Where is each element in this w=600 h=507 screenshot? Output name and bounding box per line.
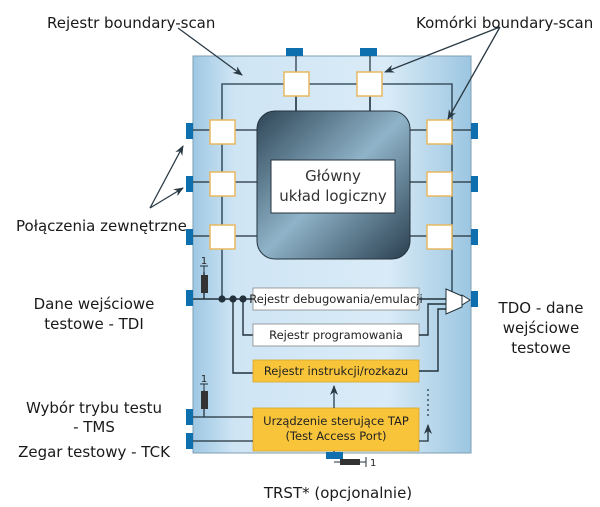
pin-tdi [186, 290, 193, 306]
boundary-scan-cells [209, 71, 453, 250]
debug-register-label: Rejestr debugowania/emulacji [249, 292, 422, 306]
arrow-ext-conn-1 [149, 145, 184, 209]
label-tdi-2: testowe - TDI [44, 315, 144, 333]
tap-controller-label-1: Urządzenie sterujące TAP [263, 414, 409, 428]
pin [186, 229, 193, 245]
pins [186, 48, 478, 459]
pullup-resistor-trst [340, 459, 360, 465]
label-trst: TRST* (opcjonalnie) [263, 484, 412, 502]
label-boundary-register: Rejestr boundary-scan [47, 14, 215, 32]
boundary-cell [209, 171, 236, 197]
label-external-connections: Połączenia zewnętrzne [16, 217, 187, 235]
pin [360, 48, 377, 56]
label-tdo-2: wejściowe [503, 319, 580, 337]
arrow-ext-conn-2 [149, 187, 184, 209]
main-logic-label-box [270, 159, 396, 214]
arrow-cell-right [447, 26, 501, 120]
pin-trst [326, 452, 343, 459]
boundary-cell [283, 71, 310, 97]
arrow-cell-top [384, 26, 501, 73]
pullup-value-tdi: 1 [201, 256, 207, 267]
boundary-cell [209, 224, 236, 250]
boundary-cell [426, 119, 453, 145]
pin-tdo [471, 291, 478, 307]
boundary-cell [209, 119, 236, 145]
junction-dot [239, 295, 247, 303]
main-logic-label-1: Główny [305, 167, 361, 185]
boundary-cell [426, 171, 453, 197]
pin [186, 176, 193, 192]
instruction-register-label: Rejestr instrukcji/rozkazu [264, 364, 408, 378]
pin [471, 229, 478, 245]
label-tdo-1: TDO - dane [498, 299, 584, 317]
annotation-arrows [149, 26, 501, 209]
pin [471, 123, 478, 139]
boundary-cell [356, 71, 383, 97]
junction-dot [229, 295, 237, 303]
arrow-boundary-register [177, 27, 243, 76]
pin [286, 48, 303, 56]
tap-control-arrow [419, 424, 432, 442]
pin [186, 123, 193, 139]
label-tms-2: - TMS [73, 418, 115, 436]
tap-controller-label-2: (Test Access Port) [285, 429, 386, 443]
pin-tck [186, 433, 193, 449]
pin [471, 176, 478, 192]
label-tdo-3: testowe [511, 339, 570, 357]
label-tck: Zegar testowy - TCK [18, 443, 171, 461]
tap-controller [252, 407, 420, 452]
pullup-value-trst: 1 [370, 458, 376, 469]
output-multiplexer [445, 288, 463, 315]
label-tms-1: Wybór trybu testu [26, 399, 162, 417]
label-boundary-cells: Komórki boundary-scan [416, 14, 593, 32]
pullup-resistor-tms [201, 391, 208, 409]
programming-register-label: Rejestr programowania [269, 328, 403, 342]
pin-tms [186, 409, 193, 425]
pullup-resistor-tdi [201, 275, 208, 293]
output-buffer [461, 294, 471, 306]
register-outputs [419, 294, 452, 372]
label-tdi-1: Dane wejściowe [34, 295, 155, 313]
junction-dot [218, 295, 226, 303]
boundary-cell [426, 224, 453, 250]
main-logic-label-2: układ logiczny [279, 187, 387, 205]
pullup-value-tms: 1 [201, 374, 207, 385]
